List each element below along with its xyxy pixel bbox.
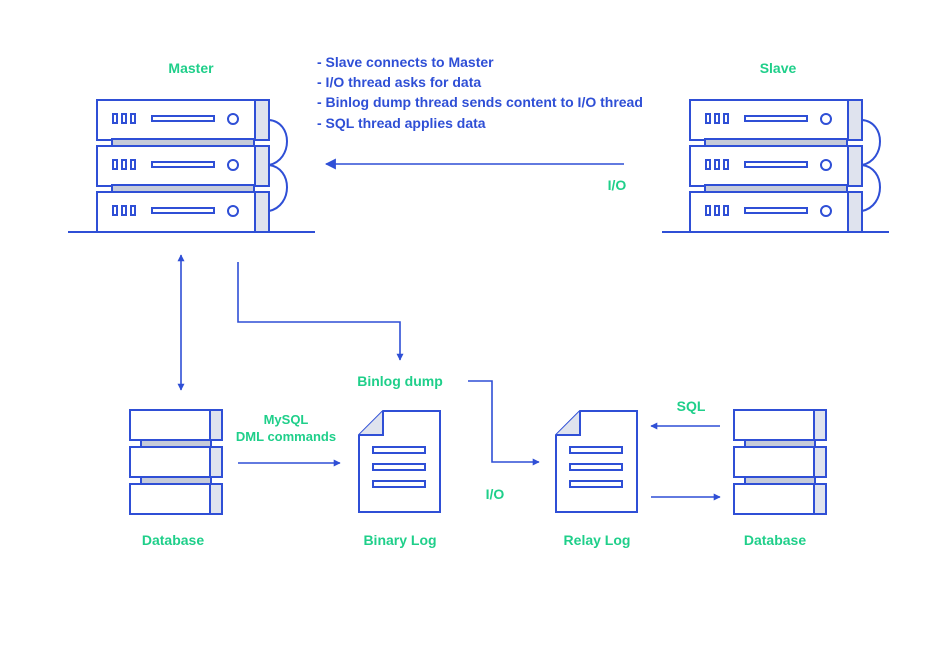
step-1: - Slave connects to Master: [317, 54, 494, 70]
binlog-dump-label: Binlog dump: [357, 373, 443, 389]
slave-server-icon: [662, 99, 889, 233]
master-to-binlog-dump-arrow: [237, 262, 404, 361]
relay-log-document-icon: [555, 410, 638, 513]
sql-label: SQL: [677, 398, 706, 414]
database-right-label: Database: [744, 532, 806, 548]
binary-log-label: Binary Log: [363, 532, 436, 548]
io-bottom-label: I/O: [486, 486, 505, 502]
binlog-dump-to-relay-log-arrow: [468, 380, 540, 466]
mysql-label: MySQL: [264, 412, 309, 427]
binary-log-document-icon: [358, 410, 441, 513]
database-left-label: Database: [142, 532, 204, 548]
master-label: Master: [168, 60, 214, 76]
step-4: - SQL thread applies data: [317, 115, 486, 131]
io-top-label: I/O: [608, 177, 627, 193]
step-2: - I/O thread asks for data: [317, 74, 481, 90]
master-server-icon: [68, 99, 315, 233]
steps-list: - Slave connects to Master - I/O thread …: [317, 54, 643, 131]
relay-log-label: Relay Log: [564, 532, 631, 548]
step-3: - Binlog dump thread sends content to I/…: [317, 94, 643, 110]
slave-label: Slave: [760, 60, 797, 76]
database-right-icon: [733, 409, 827, 515]
database-left-icon: [129, 409, 223, 515]
dml-commands-label: DML commands: [236, 429, 336, 444]
